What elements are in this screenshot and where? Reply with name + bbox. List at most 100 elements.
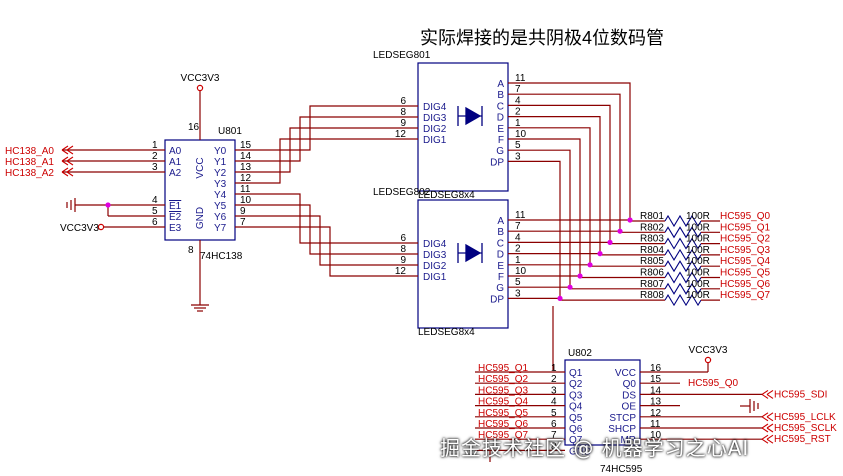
seg-bus-wire [538, 104, 611, 244]
u801-pin-num: 6 [152, 217, 158, 228]
net-label-HC595_Q5: HC595_Q5 [720, 268, 770, 279]
u801-pin-name: E2 [169, 212, 182, 223]
u802-pin-name: Q1 [569, 368, 583, 379]
u802-pin-num: 10 [650, 430, 662, 441]
ledseg801-seg-name: G [496, 146, 504, 157]
ledseg802-seg-num: 10 [515, 266, 527, 277]
ledseg802-diode-icon [457, 243, 483, 263]
net-label-HC138_A0: HC138_A0 [5, 146, 54, 157]
junction-dot [627, 217, 633, 223]
u802-pin-num: 2 [551, 374, 557, 385]
u802-pin-num: 11 [650, 419, 661, 430]
ledseg801-dig-num: 8 [400, 107, 406, 118]
seg-bus-wire [538, 82, 631, 221]
ledseg802-body [417, 199, 509, 329]
u802-pin-num: 15 [650, 374, 662, 385]
net-label-HC595_Q1: HC595_Q1 [478, 363, 528, 374]
net-label-HC595_SCLK: HC595_SCLK [774, 423, 837, 434]
y-to-dig-wire [260, 215, 383, 266]
u801-pin-name: E3 [169, 223, 182, 234]
u801-pin-num: 4 [152, 195, 158, 206]
u801-pin-num: 10 [240, 195, 252, 206]
net-label-HC595_Q4: HC595_Q4 [478, 397, 528, 408]
u801-pin-name: Y4 [214, 190, 227, 201]
u801-pin-num: 15 [240, 140, 252, 151]
u802-part: 74HC595 [600, 464, 643, 475]
ledseg802-seg-num: 11 [515, 210, 526, 221]
u802-pin-name: SHCP [608, 424, 636, 435]
u802-pin-name: STCP [609, 413, 636, 424]
u801-pin-name: E1 [169, 201, 182, 212]
ledseg801-seg-name: E [497, 124, 504, 135]
u802-pin-name: MR [620, 435, 636, 446]
resistor-value: 100R [686, 245, 710, 256]
ledseg802-seg-name: B [497, 227, 504, 238]
u802-pin-name: Q6 [569, 424, 583, 435]
net-label-HC595_Q2: HC595_Q2 [720, 234, 770, 245]
u801-ref: U801 [218, 126, 242, 137]
junction-dot [577, 273, 583, 279]
ledseg802-dig-num: 12 [395, 266, 407, 277]
u802-pin-num: 6 [551, 419, 557, 430]
resistor-ref: R808 [640, 290, 664, 301]
u802-pin-name: Q7 [569, 435, 583, 446]
net-label-HC595_LCLK: HC595_LCLK [774, 412, 836, 423]
seg-bus-wire [538, 127, 591, 267]
ledseg802-dig-name: DIG1 [423, 272, 447, 283]
u801-vcc-pin-num: 16 [188, 122, 200, 133]
net-label-HC138_A2: HC138_A2 [5, 168, 54, 179]
ledseg802-seg-name: DP [490, 294, 504, 305]
ledseg802-seg-name: A [497, 216, 504, 227]
ledseg802-dig-name: DIG3 [423, 250, 447, 261]
ledseg802-seg-num: 5 [515, 277, 521, 288]
ledseg801-dig-num: 12 [395, 129, 407, 140]
u801-pin-name: Y1 [214, 157, 227, 168]
e3-vcc-circle [97, 223, 105, 231]
u802-pin-num: 1 [551, 363, 557, 374]
u801-pin-name: Y0 [214, 146, 227, 157]
net-label-HC595_Q5: HC595_Q5 [478, 408, 528, 419]
u802-pin-name: Q0 [623, 379, 637, 390]
resistor-value: 100R [686, 222, 710, 233]
ledseg802-seg-num: 1 [515, 255, 521, 266]
u801-vcc-circle [196, 84, 204, 92]
y-to-dig-wire [260, 127, 383, 173]
ledseg802-seg-name: F [498, 272, 504, 283]
u801-pin-num: 3 [152, 162, 158, 173]
ledseg801-dig-num: 9 [400, 118, 406, 129]
junction-dot [587, 262, 593, 268]
ledseg801-body [417, 62, 509, 192]
ledseg801-seg-num: 10 [515, 129, 527, 140]
junction-dot [607, 239, 613, 245]
u801-pin-name: Y2 [214, 168, 227, 179]
net-label-HC595_Q3: HC595_Q3 [478, 385, 528, 396]
u801-pin-name: A0 [169, 146, 182, 157]
ledseg801-dig-name: DIG2 [423, 124, 447, 135]
u802-pin-num: 16 [650, 363, 662, 374]
net-label-HC595_Q6: HC595_Q6 [720, 279, 770, 290]
u802-pin-name: DS [622, 390, 636, 401]
junction-dot [105, 202, 111, 208]
u801-gnd-pin-num: 8 [188, 245, 194, 256]
u801-pin-name: Y3 [214, 179, 227, 190]
resistor-ref: R807 [640, 279, 664, 290]
net-arrow [761, 423, 774, 433]
u801-pin-num: 2 [152, 151, 158, 162]
ledseg802-seg-num: 3 [515, 288, 521, 299]
ledseg801-diode-icon [457, 106, 483, 126]
u802-pin-num: 8 [551, 441, 557, 452]
u802-pin-num: 5 [551, 408, 557, 419]
ledseg801-dig-name: DIG3 [423, 113, 447, 124]
ledseg801-seg-name: A [497, 79, 504, 90]
ledseg801-seg-num: 1 [515, 118, 521, 129]
net-arrow [61, 167, 74, 177]
u801-pin-num: 9 [240, 206, 246, 217]
resistor-icon [664, 248, 702, 261]
ledseg801-seg-num: 2 [515, 107, 521, 118]
net-label-HC138_A1: HC138_A1 [5, 157, 54, 168]
resistor-value: 100R [686, 290, 710, 301]
ledseg801-seg-name: C [497, 101, 504, 112]
ledseg801-seg-num: 3 [515, 151, 521, 162]
ledseg801-ref: LEDSEG801 [373, 50, 431, 61]
